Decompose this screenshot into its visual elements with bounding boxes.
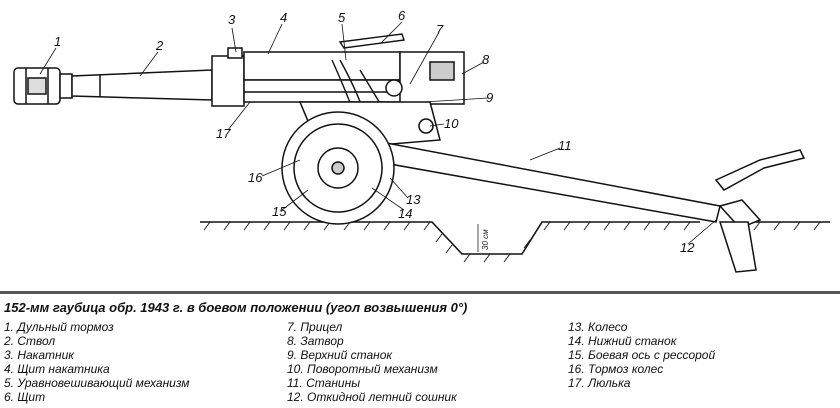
parts-legend: 1. Дульный тормоз 2. Ствол 3. Накатник 4…	[4, 320, 834, 406]
legend-item: 1. Дульный тормоз	[4, 320, 114, 334]
callout-4: 4	[280, 10, 287, 25]
legend-column-3: 13. Колесо 14. Нижний станок 15. Боевая …	[568, 320, 715, 390]
callout-2: 2	[155, 38, 164, 53]
spade	[718, 221, 757, 273]
callout-leaders	[39, 21, 717, 245]
callout-12: 12	[680, 240, 695, 255]
depth-label: 30 см	[481, 229, 490, 250]
callout-14: 14	[398, 206, 412, 221]
legend-item: 4. Щит накатника	[4, 362, 110, 376]
callout-13: 13	[406, 192, 421, 207]
legend-column-1: 1. Дульный тормоз 2. Ствол 3. Накатник 4…	[4, 320, 190, 404]
callout-15: 15	[272, 204, 287, 219]
callout-9: 9	[486, 90, 493, 105]
cradle	[211, 47, 421, 107]
callout-8: 8	[482, 52, 490, 67]
legend-item: 13. Колесо	[568, 320, 628, 334]
legend-item: 17. Люлька	[568, 376, 631, 390]
legend-item: 10. Поворотный механизм	[287, 362, 438, 376]
legend-column-2: 7. Прицел 8. Затвор 9. Верхний станок 10…	[287, 320, 457, 404]
callout-1: 1	[54, 34, 61, 49]
legend-item: 9. Верхний станок	[287, 348, 393, 362]
callout-5: 5	[338, 10, 346, 25]
callout-11: 11	[558, 138, 572, 153]
callout-17: 17	[216, 126, 231, 141]
legend-item: 6. Щит	[4, 390, 46, 404]
legend-item: 3. Накатник	[4, 348, 74, 362]
trail	[355, 137, 806, 229]
callout-3: 3	[228, 12, 236, 27]
ground-hatching	[203, 221, 821, 263]
callout-10: 10	[444, 116, 459, 131]
breech	[385, 51, 465, 105]
callout-16: 16	[248, 170, 263, 185]
legend-item: 11. Станины	[287, 376, 361, 390]
muzzle-brake	[13, 67, 73, 105]
barrel	[71, 69, 213, 101]
legend-item: 8. Затвор	[287, 334, 344, 348]
legend-item: 5. Уравновешивающий механизм	[4, 376, 190, 390]
figure-caption: 152-мм гаубица обр. 1943 г. в боевом пол…	[4, 300, 468, 315]
legend-item: 16. Тормоз колес	[568, 362, 664, 376]
caption-separator	[0, 291, 840, 294]
legend-item: 15. Боевая ось с рессорой	[568, 348, 716, 362]
legend-item: 7. Прицел	[287, 320, 343, 334]
legend-item: 2. Ствол	[4, 334, 56, 348]
howitzer-drawing: 30 см	[13, 8, 830, 273]
ground	[200, 221, 830, 255]
legend-item: 14. Нижний станок	[568, 334, 677, 348]
callout-6: 6	[398, 8, 406, 23]
wheel	[281, 111, 395, 225]
legend-item: 12. Откидной летний сошник	[287, 390, 457, 404]
callout-7: 7	[436, 22, 444, 37]
